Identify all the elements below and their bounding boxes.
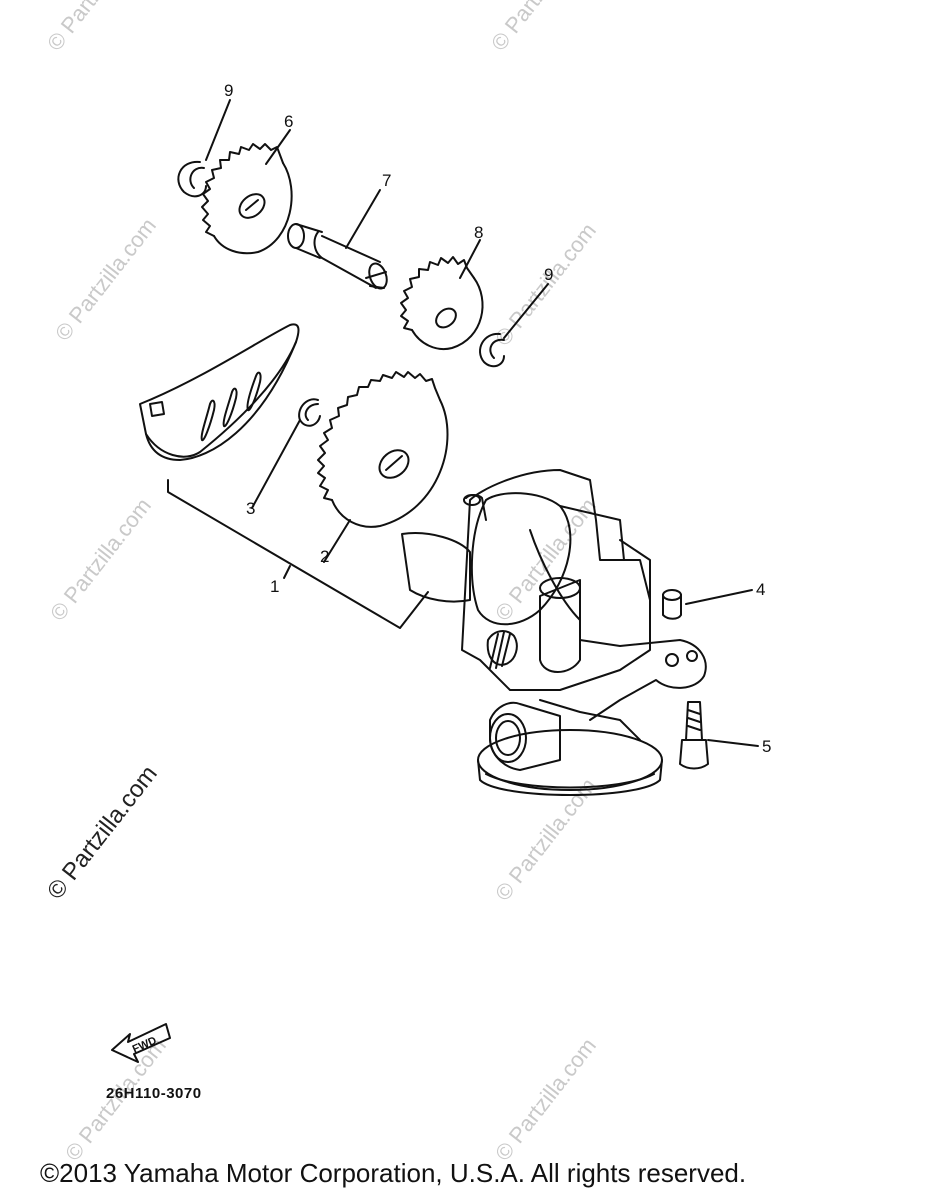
fwd-arrow-icon xyxy=(111,1023,171,1063)
pump-cover xyxy=(139,323,300,461)
leader-line-4 xyxy=(685,589,753,605)
circlip-9-top xyxy=(177,160,207,198)
gear-2 xyxy=(317,371,449,528)
copyright-notice: ©2013 Yamaha Motor Corporation, U.S.A. A… xyxy=(40,1158,747,1188)
callout-8: 8 xyxy=(474,223,483,242)
leader-line-9-top xyxy=(205,99,231,161)
callout-5: 5 xyxy=(762,737,771,756)
callout-2: 2 xyxy=(320,547,329,566)
leader-line-5 xyxy=(707,739,759,747)
callout-bracket-1 xyxy=(167,479,429,629)
leader-line-3 xyxy=(251,419,301,509)
oil-pump-body xyxy=(401,469,707,796)
part-code: 26H110-3070 xyxy=(106,1085,202,1102)
collar-4 xyxy=(662,589,682,620)
callout-3: 3 xyxy=(246,499,255,518)
leader-line-7 xyxy=(345,189,381,249)
circlip-9-right xyxy=(479,332,505,368)
gear-6 xyxy=(201,143,293,255)
leader-line-9-right xyxy=(503,283,549,339)
shaft-7 xyxy=(287,223,388,290)
callout-7: 7 xyxy=(382,171,391,190)
bolt-5 xyxy=(679,701,709,770)
leader-line-6 xyxy=(265,129,291,165)
circlip-3 xyxy=(298,398,321,427)
callout-1: 1 xyxy=(270,577,279,596)
callout-9-top: 9 xyxy=(224,81,233,100)
callout-4: 4 xyxy=(756,580,765,599)
gear-8 xyxy=(400,256,484,350)
leader-line-1 xyxy=(283,565,291,579)
callout-9-right: 9 xyxy=(544,265,553,284)
leader-line-8 xyxy=(459,239,481,279)
callout-6: 6 xyxy=(284,112,293,131)
leader-line-2 xyxy=(323,519,351,563)
